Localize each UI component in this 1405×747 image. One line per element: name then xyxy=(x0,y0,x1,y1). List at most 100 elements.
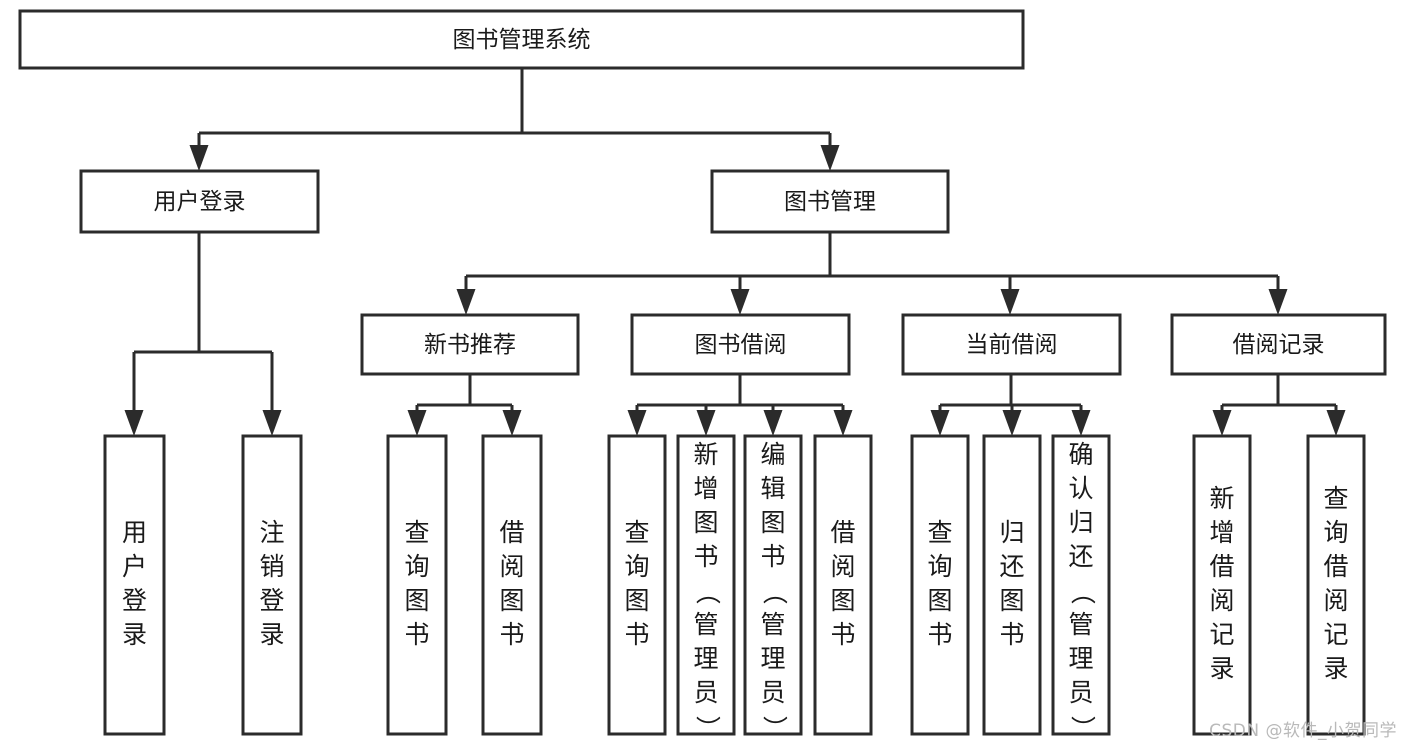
node-leaf-user-login[interactable]: 用户登录 xyxy=(103,434,166,736)
arrow-head-icon xyxy=(1268,289,1288,315)
connector-group-currentborrow-to-leaves xyxy=(930,374,1091,436)
node-label-char: 书 xyxy=(404,620,429,649)
node-label-char: 理 xyxy=(693,644,718,673)
node-label: 图书借阅 xyxy=(695,332,787,358)
node-label-char: 书 xyxy=(693,542,718,571)
node-box[interactable] xyxy=(241,434,303,736)
node-label: 新书推荐 xyxy=(424,332,516,358)
arrow-head-icon xyxy=(1000,289,1020,315)
node-box[interactable] xyxy=(630,313,851,376)
node-box[interactable] xyxy=(1192,434,1252,736)
connector-group-userlogin-to-leaves xyxy=(124,232,282,436)
node-box[interactable] xyxy=(18,9,1025,70)
arrow-head-icon xyxy=(1212,410,1232,436)
node-book-manage[interactable]: 图书管理 xyxy=(710,169,950,234)
node-label-char: 录 xyxy=(122,620,147,649)
node-label-char: 图 xyxy=(624,586,649,615)
node-root[interactable]: 图书管理系统 xyxy=(18,9,1025,70)
arrow-head-icon xyxy=(730,289,750,315)
node-label-char: 阅 xyxy=(1323,586,1348,615)
node-label-char: ） xyxy=(760,715,789,740)
node-label-char: 新 xyxy=(693,440,718,469)
arrow-head-icon xyxy=(833,410,853,436)
node-current-borrow[interactable]: 当前借阅 xyxy=(901,313,1122,376)
node-borrow-record[interactable]: 借阅记录 xyxy=(1170,313,1387,376)
node-label-char: 图 xyxy=(693,508,718,537)
node-box[interactable] xyxy=(813,434,873,736)
node-label-char: 录 xyxy=(1209,654,1234,683)
node-label-char: 认 xyxy=(1068,474,1093,503)
node-label: 图书管理 xyxy=(784,189,876,215)
node-label-char: 归 xyxy=(1068,508,1093,537)
node-label-char: 询 xyxy=(927,552,952,581)
node-label-char: 书 xyxy=(999,620,1024,649)
node-box[interactable] xyxy=(710,169,950,234)
node-box[interactable] xyxy=(386,434,448,736)
node-box[interactable] xyxy=(1306,434,1366,736)
arrow-head-icon xyxy=(763,410,783,436)
node-box[interactable] xyxy=(360,313,580,376)
node-box[interactable] xyxy=(743,434,803,736)
node-label-char: 图 xyxy=(499,586,524,615)
node-label-char: （ xyxy=(693,579,722,604)
connector-group-newbook-to-leaves xyxy=(407,374,522,436)
arrow-head-icon xyxy=(627,410,647,436)
node-label-char: 查 xyxy=(404,518,429,547)
node-label-char: ） xyxy=(1068,715,1097,740)
node-label-char: 查 xyxy=(624,518,649,547)
node-box[interactable] xyxy=(1051,434,1111,736)
node-box[interactable] xyxy=(607,434,667,736)
node-label-char: 借 xyxy=(830,518,855,547)
connector-layer xyxy=(124,68,1346,436)
arrow-head-icon xyxy=(820,145,840,171)
node-label-char: 阅 xyxy=(830,552,855,581)
node-label-char: 查 xyxy=(1323,484,1348,513)
node-label-char: 阅 xyxy=(499,552,524,581)
arrow-head-icon xyxy=(1326,410,1346,436)
node-label-char: 还 xyxy=(999,552,1024,581)
arrow-head-icon xyxy=(696,410,716,436)
node-label-char: 询 xyxy=(1323,518,1348,547)
node-label-char: 管 xyxy=(1068,610,1093,639)
node-box[interactable] xyxy=(1170,313,1387,376)
node-label-char: 借 xyxy=(499,518,524,547)
node-box[interactable] xyxy=(103,434,166,736)
arrow-head-icon xyxy=(124,410,144,436)
node-label-char: 确 xyxy=(1068,440,1093,469)
node-new-book-rec[interactable]: 新书推荐 xyxy=(360,313,580,376)
node-user-login[interactable]: 用户登录 xyxy=(79,169,320,234)
node-label-char: 员 xyxy=(693,678,718,707)
connector-group-bookborrow-to-leaves xyxy=(627,374,853,436)
node-label: 借阅记录 xyxy=(1233,332,1325,358)
node-label: 图书管理系统 xyxy=(453,27,591,53)
node-box[interactable] xyxy=(79,169,320,234)
node-box[interactable] xyxy=(910,434,970,736)
node-label-char: 增 xyxy=(1209,518,1234,547)
node-book-borrow[interactable]: 图书借阅 xyxy=(630,313,851,376)
node-box[interactable] xyxy=(901,313,1122,376)
node-box[interactable] xyxy=(481,434,543,736)
node-label-char: 书 xyxy=(499,620,524,649)
node-box[interactable] xyxy=(982,434,1042,736)
node-label-char: 书 xyxy=(830,620,855,649)
node-label: 用户登录 xyxy=(154,189,246,215)
arrow-head-icon xyxy=(502,410,522,436)
arrow-head-icon xyxy=(262,410,282,436)
csdn-watermark: CSDN @软件_小贺同学 xyxy=(1209,721,1397,741)
node-box[interactable] xyxy=(676,434,736,736)
connector-group-bookmanage-to-level2 xyxy=(456,232,1288,315)
node-label-char: 用 xyxy=(122,518,147,547)
node-label-char: （ xyxy=(760,579,789,604)
